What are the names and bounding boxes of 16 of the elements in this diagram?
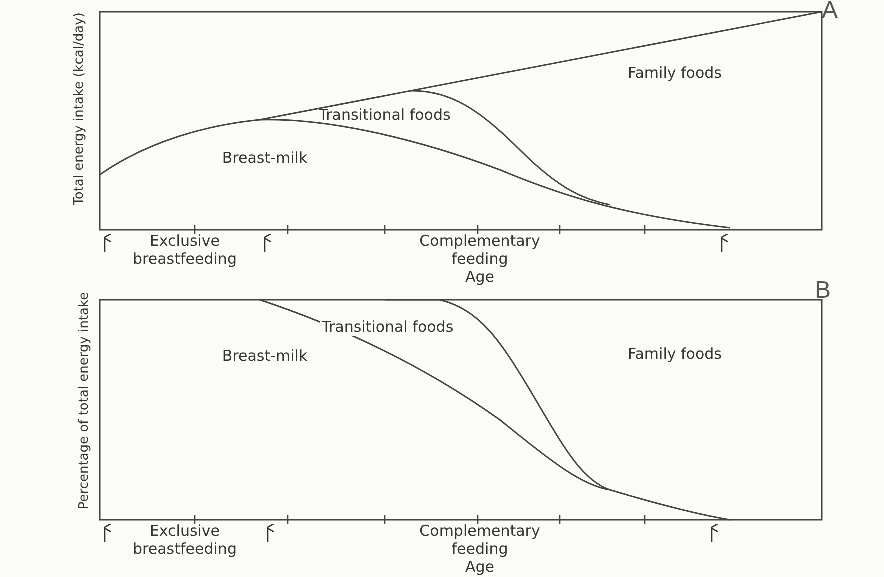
axis-title: Percentage of total energy intake	[76, 291, 93, 512]
panel-letter: A	[820, 2, 839, 20]
period-label: Exclusive breastfeeding	[132, 232, 238, 268]
period-label: Complementary feeding	[418, 232, 542, 268]
curve-label: Breast-milk	[221, 149, 309, 167]
curve-label: Transitional foods	[320, 318, 456, 336]
curve-label: Transitional foods	[318, 106, 452, 124]
curve-label: Family foods	[626, 345, 723, 363]
panel-letter: B	[814, 282, 832, 300]
curve-label: Breast-milk	[221, 347, 309, 365]
period-label: Complementary feeding	[418, 522, 542, 558]
axis-title: Total energy intake (kcal/day)	[71, 12, 88, 208]
period-label: Exclusive breastfeeding	[132, 522, 238, 558]
axis-title: Age	[464, 268, 496, 286]
curve-label: Family foods	[626, 64, 723, 82]
axis-title: Age	[464, 558, 496, 576]
